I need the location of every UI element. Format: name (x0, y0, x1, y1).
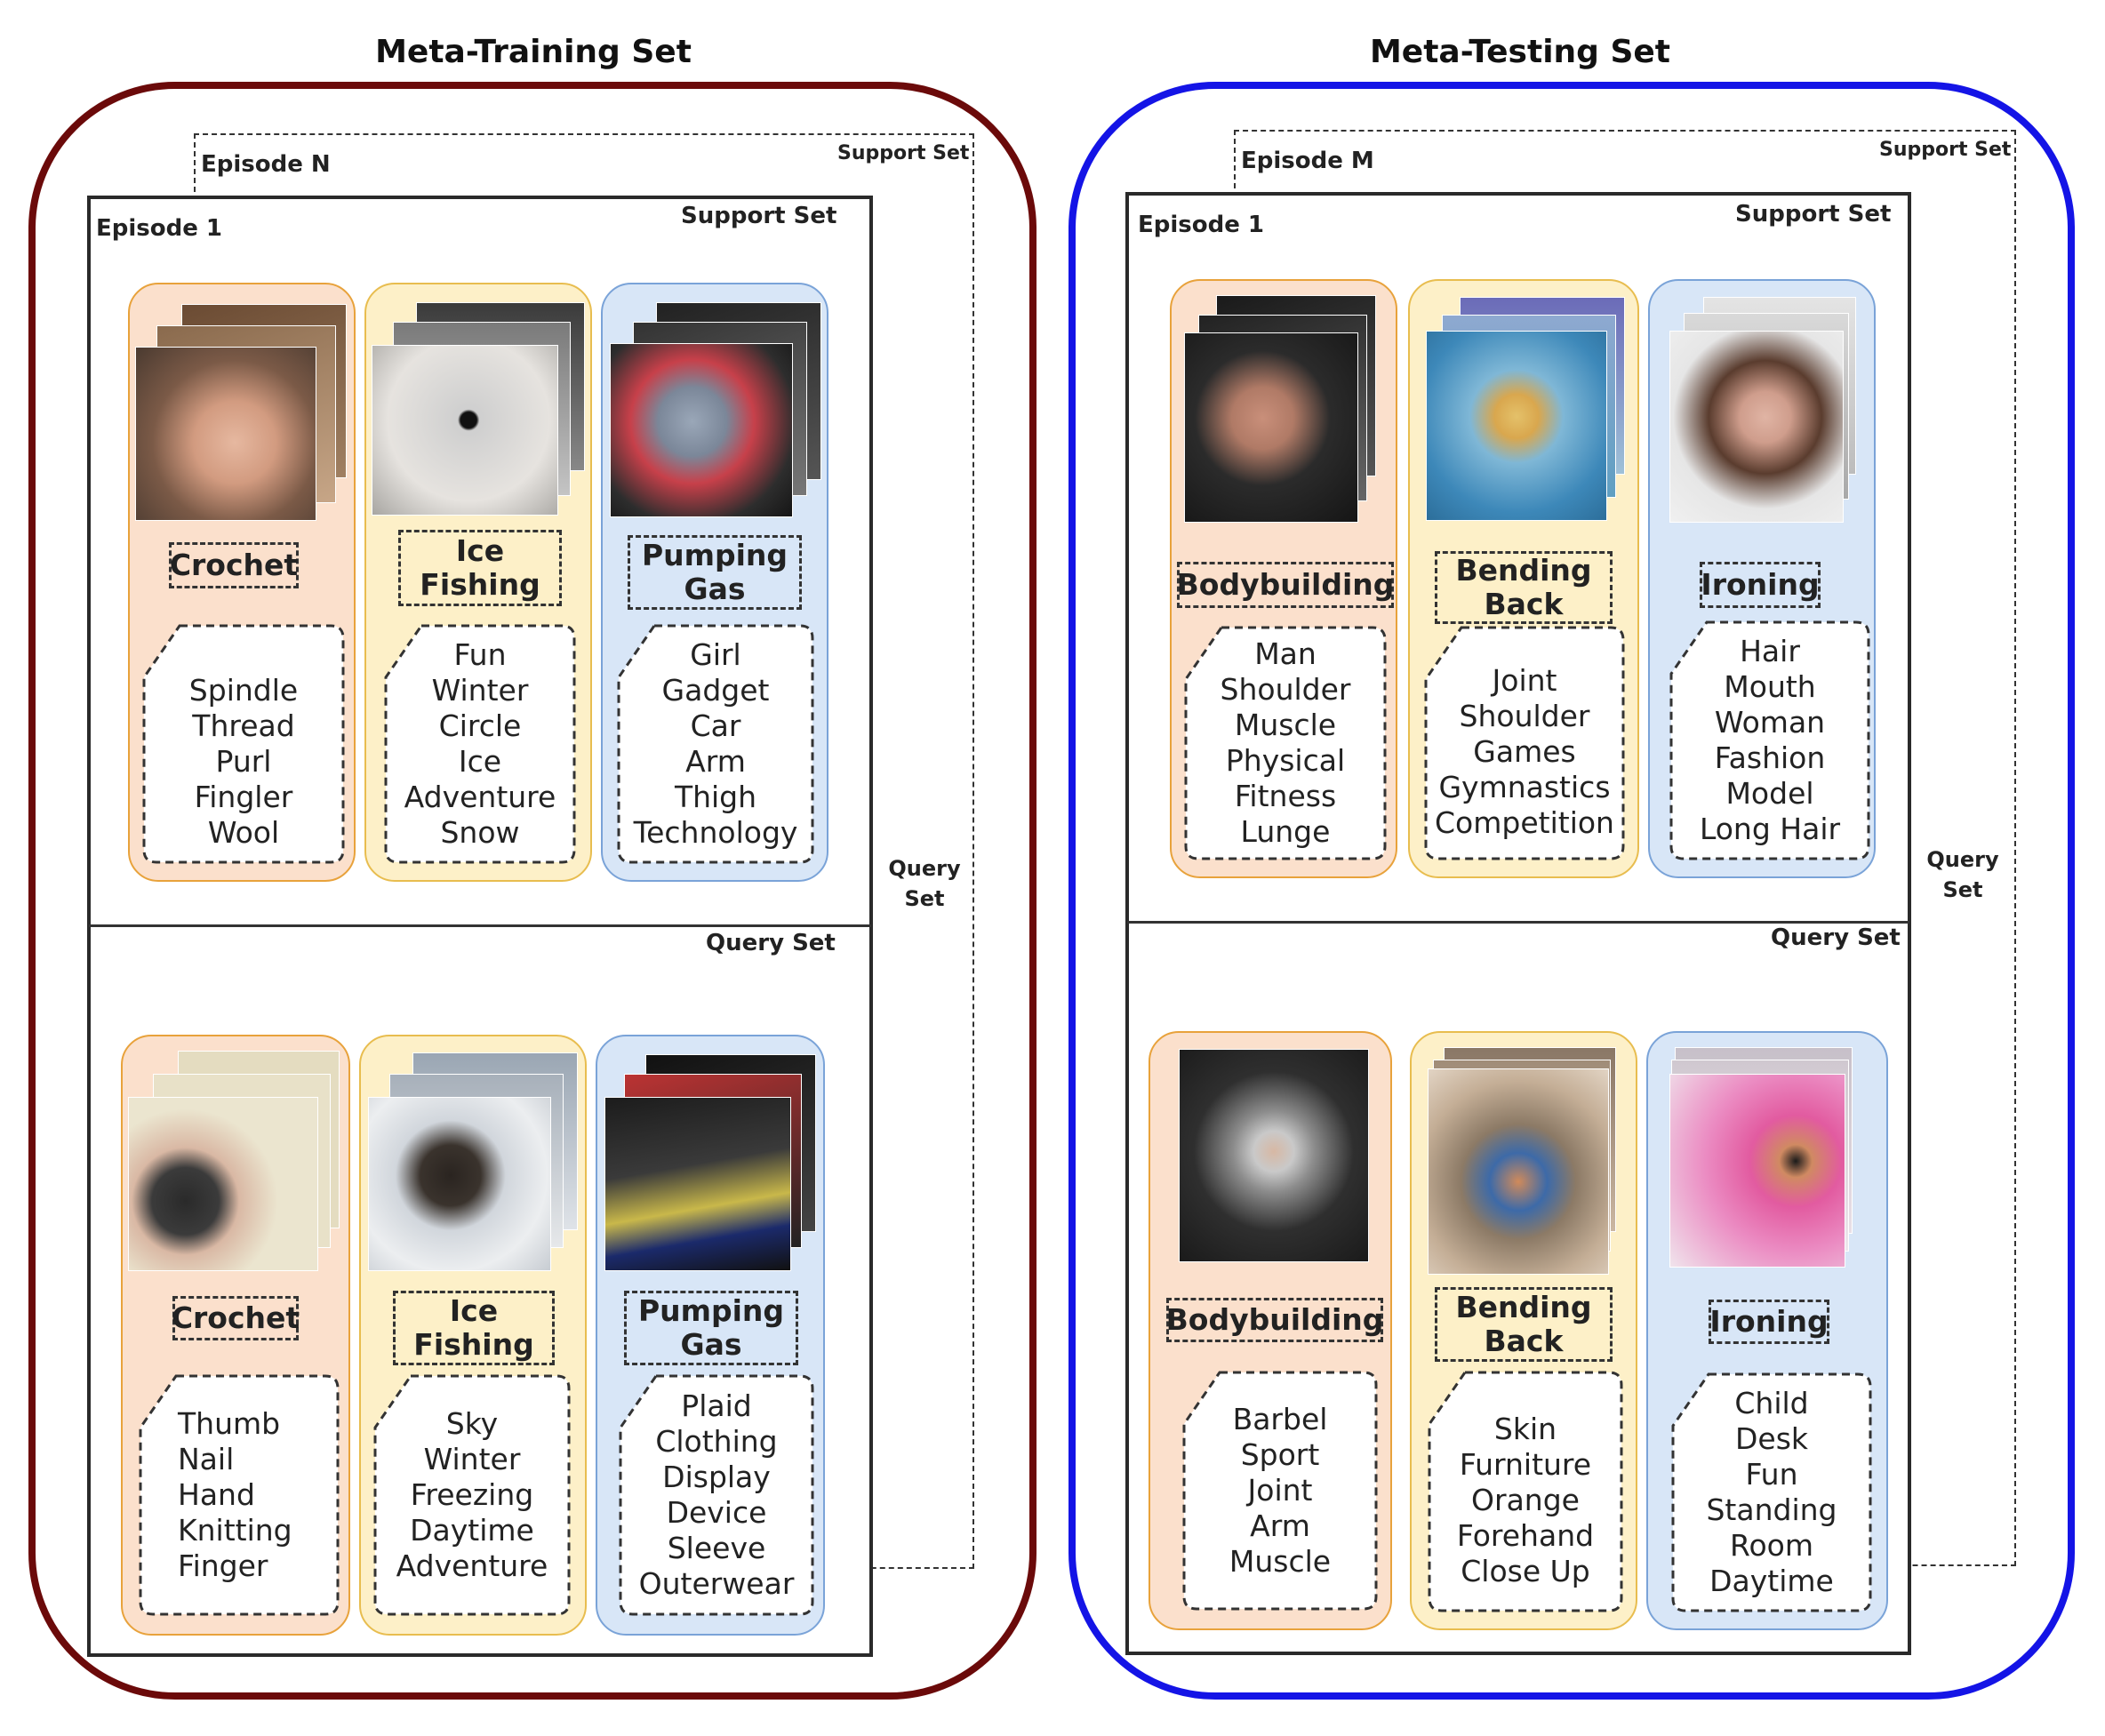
episode-n-query-label: Query Set (878, 853, 971, 914)
video-frame (1184, 332, 1358, 523)
video-frame (1669, 1074, 1845, 1268)
class-label: Crochet (169, 542, 299, 588)
support-query-divider (89, 924, 871, 927)
test-episode-1-label: Episode 1 (1138, 212, 1265, 238)
video-frame (1426, 331, 1607, 521)
support-set-label: Support Set (681, 203, 837, 229)
meta-testing-title: Meta-Testing Set (1369, 34, 1671, 70)
episode-n-support-label: Support Set (837, 142, 970, 164)
class-label: Pumping Gas (628, 535, 802, 610)
class-label: Pumping Gas (624, 1291, 798, 1365)
test-support-set-label: Support Set (1735, 201, 1892, 228)
class-label: Ice Fishing (393, 1291, 555, 1365)
video-frame (610, 343, 793, 517)
video-frame (128, 1097, 318, 1271)
class-label: Bodybuilding (1177, 562, 1394, 608)
class-label: Bodybuilding (1166, 1298, 1383, 1342)
test-query-set-label: Query Set (1771, 924, 1901, 951)
episode-n-label: Episode N (201, 151, 331, 178)
meta-training-title: Meta-Training Set (375, 34, 692, 70)
video-frame (372, 345, 558, 516)
video-frame (135, 347, 316, 521)
episode-m-support-label: Support Set (1879, 139, 2012, 161)
meta-training-container (28, 82, 1036, 1700)
video-frame (1669, 331, 1844, 523)
class-label: Ironing (1700, 562, 1821, 608)
class-label: Ironing (1709, 1300, 1829, 1344)
video-frame (368, 1097, 551, 1271)
episode-m-query-label: Query Set (1915, 844, 2011, 905)
test-support-query-divider (1127, 921, 1909, 924)
query-set-label: Query Set (706, 930, 836, 956)
class-label: Bending Back (1435, 551, 1613, 624)
class-label: Crochet (172, 1296, 300, 1340)
video-frame (1179, 1049, 1369, 1262)
video-frame (1428, 1068, 1609, 1275)
class-label: Bending Back (1435, 1287, 1613, 1362)
video-frame (604, 1097, 791, 1271)
class-label: Ice Fishing (398, 530, 562, 606)
episode-m-label: Episode M (1241, 148, 1374, 174)
episode-1-label: Episode 1 (96, 215, 223, 242)
meta-testing-container (1069, 82, 2075, 1700)
